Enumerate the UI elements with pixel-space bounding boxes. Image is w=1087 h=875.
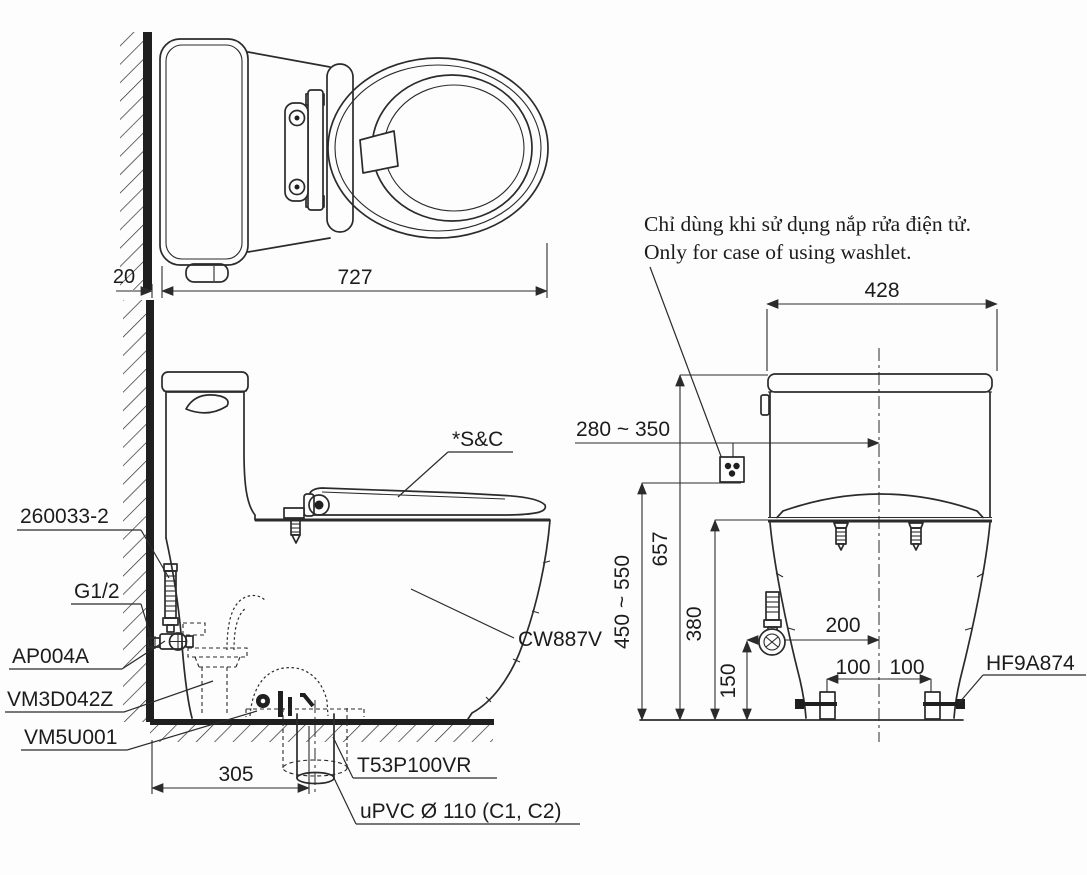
dim-bolt-right: 100 (889, 656, 924, 679)
side-view: 305 260033-2 G1/2 AP004A VM3D042Z VM5U00… (5, 300, 602, 825)
label-bolt-kit: HF9A874 (986, 652, 1075, 675)
supply-assembly (147, 563, 194, 651)
bowl-side (467, 519, 551, 720)
label-model: CW887V (518, 628, 602, 651)
flush-handle (185, 394, 229, 414)
label-flush-valve-group: VM3D042Z (5, 680, 214, 713)
hinge-screw-icon (288, 109, 306, 127)
trap-and-flange (245, 667, 365, 717)
dim-drain-offset: 305 (218, 763, 253, 786)
tank-front (760, 373, 993, 518)
label-drain-socket: T53P100VR (357, 754, 471, 777)
label-model-group: CW887V (410, 588, 602, 651)
tank-lid (767, 373, 993, 393)
note-leader (649, 266, 723, 460)
seat-hinge-bracket (284, 89, 325, 211)
hinge-icon (308, 494, 330, 516)
wall-section (146, 300, 154, 722)
note-line-vi: Chỉ dùng khi sử dụng nắp rửa điện tử. (644, 212, 971, 236)
label-seat-cover: *S&C (452, 428, 503, 451)
label-seat-cover-group: *S&C (397, 428, 513, 498)
mount-bracket (283, 507, 305, 519)
label-flange: VM5U001 (24, 726, 117, 749)
flush-button (185, 263, 229, 283)
dim-height-total-group: 657 (649, 374, 768, 721)
dim-tank-width: 428 (864, 279, 899, 302)
dim-outlet-height: 450 ~ 550 (611, 555, 634, 649)
floor-hatch (150, 725, 493, 742)
fan-icon (728, 470, 736, 477)
dim-bolt-left: 100 (835, 656, 870, 679)
tank-lid (161, 371, 249, 393)
pedestal-back (165, 537, 193, 719)
flush-nozzle-outline (359, 130, 399, 174)
washlet-seat-side (283, 487, 547, 544)
dim-outlet-offset: 280 ~ 350 (576, 418, 670, 441)
dim-valve-offset: 200 (825, 614, 860, 637)
dim-rim-height: 380 (683, 606, 706, 641)
seat-lid-top (326, 57, 549, 239)
seat-front (768, 493, 992, 551)
dim-drain-offset-group: 305 (151, 726, 310, 794)
bowl-front (769, 522, 991, 720)
label-flange-group: VM5U001 (21, 710, 258, 751)
top-view: 20 727 (113, 32, 549, 298)
soil-pipe (282, 700, 348, 795)
dim-valve-height-group: 150 (717, 640, 752, 721)
fan-icon (724, 462, 732, 470)
tank-top (159, 38, 249, 283)
dim-rim-height-group: 380 (683, 519, 770, 721)
lid-side-line-top (247, 51, 331, 68)
wall-section (143, 32, 152, 290)
fan-icon (733, 462, 740, 470)
dim-wall-gap: 20 (113, 266, 135, 288)
label-supply-hose: 260033-2 (20, 505, 109, 528)
wall-hatch (120, 32, 143, 290)
hinge-screw-icon (288, 178, 306, 196)
seat-dome (782, 493, 978, 512)
dim-valve-height: 150 (717, 663, 740, 698)
floor-line (150, 719, 494, 725)
outlet-box (719, 456, 745, 483)
front-view: Chỉ dùng khi sử dụng nắp rửa điện tử. On… (575, 212, 1086, 742)
lid-seam (321, 491, 506, 500)
dim-height-total: 657 (649, 531, 672, 566)
nozzle-bolt (290, 519, 301, 544)
lid-side-line-bottom (247, 237, 331, 253)
label-drain-pipe: uPVC Ø 110 (C1, C2) (360, 800, 562, 823)
dim-bolt-spacing-group: 100 100 (826, 656, 932, 692)
top-view-dimensions: 20 727 (113, 243, 548, 298)
dim-tank-width-group: 428 (766, 279, 998, 371)
tank-side (161, 371, 256, 719)
label-drain-socket-group: T53P100VR (332, 736, 497, 779)
label-bolt-kit-group: HF9A874 (958, 652, 1086, 704)
label-supply-hose-group: 260033-2 (17, 505, 170, 579)
internal-flush-valve (182, 594, 267, 716)
side-tab (760, 394, 770, 416)
label-thread-group: G1/2 (71, 580, 152, 638)
dim-outlet-height-group: 450 ~ 550 (611, 482, 741, 721)
label-stop-valve: AP004A (12, 645, 89, 668)
label-flush-valve: VM3D042Z (7, 688, 113, 711)
label-stop-valve-group: AP004A (9, 640, 166, 670)
label-thread: G1/2 (74, 580, 120, 603)
note-line-en: Only for case of using washlet. (644, 240, 912, 264)
hinge-bolt-left (833, 522, 849, 551)
label-drain-pipe-group: uPVC Ø 110 (C1, C2) (332, 775, 580, 825)
hinge-bolt-right (908, 522, 924, 551)
dim-total-depth: 727 (337, 266, 372, 289)
washlet-note: Chỉ dùng khi sử dụng nắp rửa điện tử. On… (644, 212, 971, 460)
washlet-body-top (326, 63, 354, 233)
supply-valve-front (758, 591, 786, 656)
wall-hatch (123, 300, 146, 722)
dim-outlet-offset-group: 280 ~ 350 (575, 418, 880, 457)
